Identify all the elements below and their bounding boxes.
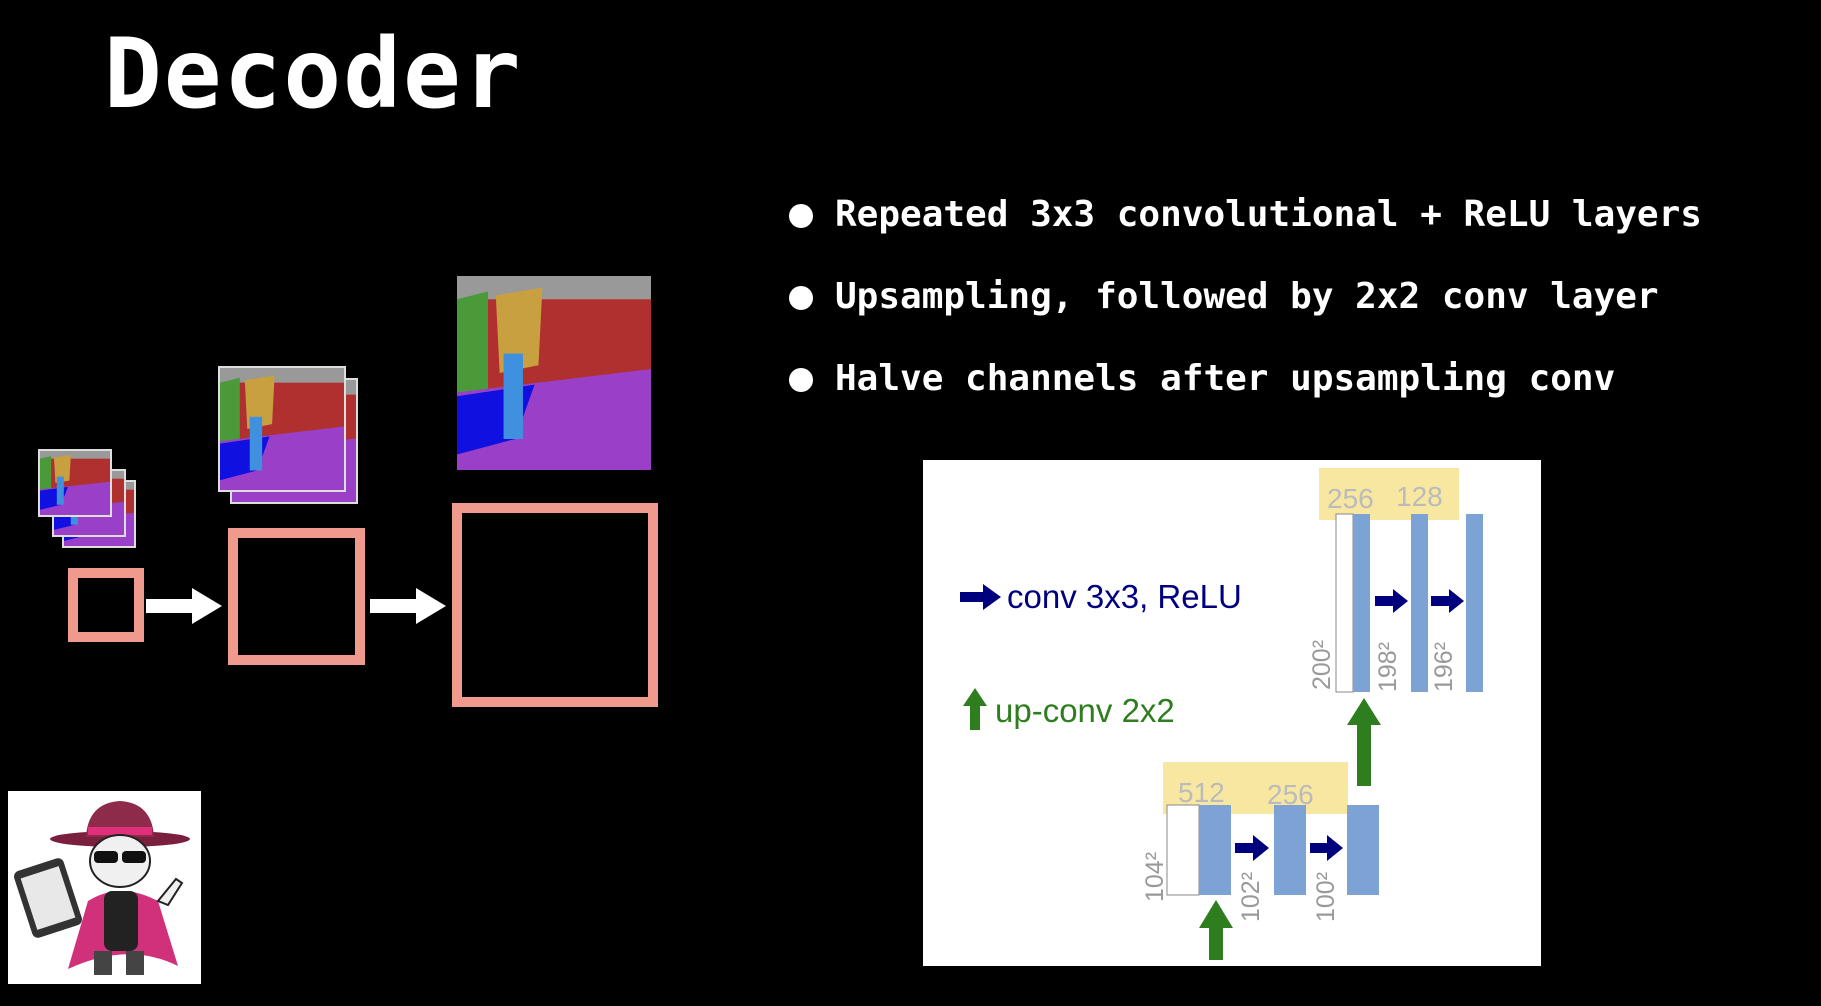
unet-decoder-diagram: conv 3x3, ReLU up-conv 2x2 256 128 200² … [923, 460, 1541, 966]
feature-map-box-large [452, 503, 658, 707]
size-label-198: 198² [1374, 642, 1402, 692]
feature-map-bar [1347, 805, 1379, 895]
segmentation-thumbnail [38, 449, 112, 517]
bullet-item: Halve channels after upsampling conv [785, 354, 1702, 436]
bullet-text: Upsampling, followed by 2x2 conv layer [835, 276, 1659, 317]
channel-label-top-256: 256 [1327, 483, 1374, 514]
bullet-dot-icon [789, 286, 813, 310]
conv-arrow-icon [1431, 589, 1464, 613]
feature-map-box-small [68, 568, 144, 642]
slide-title: Decoder [104, 18, 523, 130]
copied-feature-map [1166, 804, 1200, 896]
conv-arrow-icon [960, 584, 1001, 610]
feature-map-box-medium [228, 528, 365, 665]
segmentation-thumbnail [218, 366, 346, 492]
conv-arrow-icon [1375, 589, 1408, 613]
bullet-text: Halve channels after upsampling conv [835, 358, 1616, 399]
copied-feature-map [1335, 513, 1354, 693]
legend-upconv-label: up-conv 2x2 [995, 692, 1175, 729]
feature-map-bar [1199, 805, 1231, 895]
conv-arrow-icon [1310, 835, 1343, 861]
bullet-dot-icon [789, 368, 813, 392]
bullet-dot-icon [789, 204, 813, 228]
channel-label-bottom-512: 512 [1178, 777, 1225, 808]
segmentation-thumbnail-large [457, 276, 651, 470]
right-arrow-icon [146, 588, 222, 624]
feature-map-bar [1274, 805, 1306, 895]
channel-label-bottom-256: 256 [1267, 779, 1314, 810]
channel-highlight [1319, 468, 1459, 520]
bullet-item: Repeated 3x3 convolutional + ReLU layers [785, 190, 1702, 272]
size-label-100: 100² [1312, 872, 1340, 922]
bullet-item: Upsampling, followed by 2x2 conv layer [785, 272, 1702, 354]
upconv-arrow-icon [1347, 698, 1381, 786]
size-label-196: 196² [1430, 642, 1458, 692]
feature-map-bar [1353, 514, 1370, 692]
size-label-102: 102² [1237, 872, 1265, 922]
channel-label-top-128: 128 [1396, 481, 1443, 512]
mascot-logo [8, 791, 201, 984]
size-label-200: 200² [1308, 640, 1336, 690]
upconv-arrow-icon [1199, 900, 1233, 960]
right-arrow-icon [370, 588, 446, 624]
conv-arrow-icon [1235, 835, 1269, 861]
bullet-text: Repeated 3x3 convolutional + ReLU layers [835, 194, 1702, 235]
bullet-list: Repeated 3x3 convolutional + ReLU layers… [785, 190, 1702, 436]
feature-map-bar [1411, 514, 1428, 692]
upconv-arrow-icon [963, 688, 987, 730]
feature-map-bar [1466, 514, 1483, 692]
size-label-104: 104² [1141, 852, 1169, 902]
legend-conv-label: conv 3x3, ReLU [1007, 578, 1242, 615]
